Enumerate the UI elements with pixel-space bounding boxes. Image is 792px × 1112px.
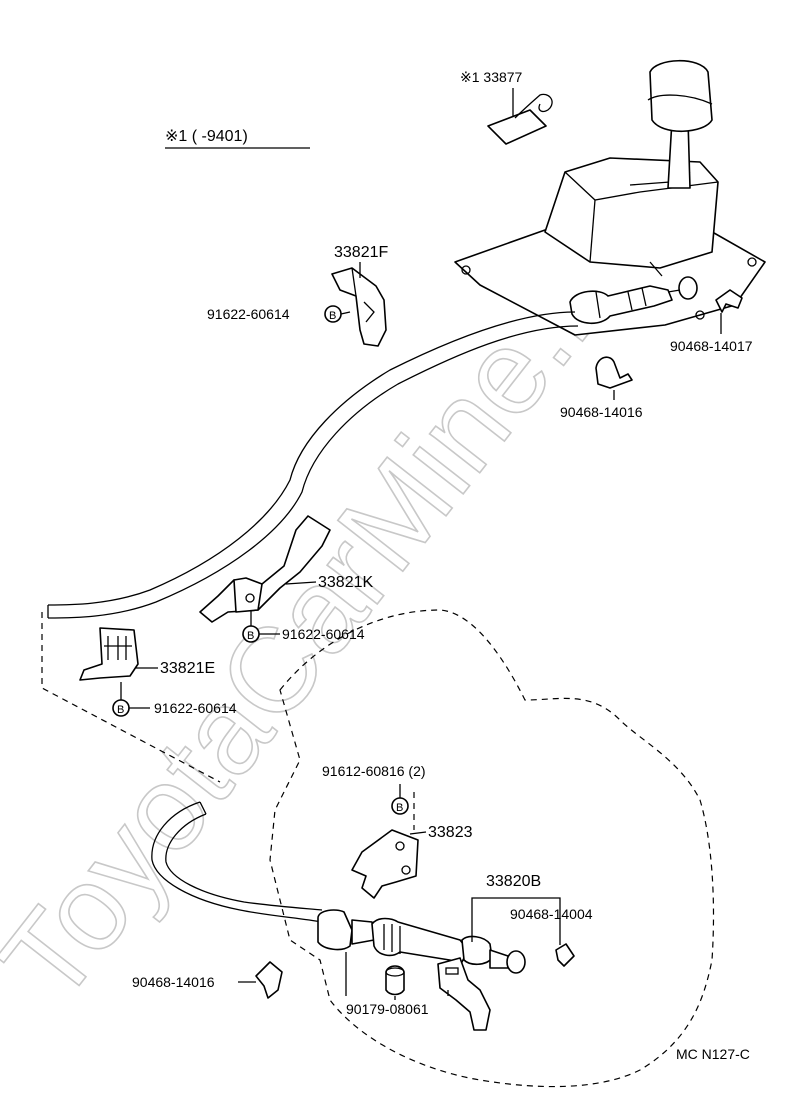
cable-continuation-dashed xyxy=(41,612,221,783)
bolt-marker-d: B xyxy=(396,802,403,814)
cable-lower-end-33820B[interactable] xyxy=(317,909,526,974)
label-91622-60614-a: 91622-60614 xyxy=(207,306,290,322)
leader-33823 xyxy=(409,831,427,835)
label-91622-60614-c: 91622-60614 xyxy=(154,700,237,716)
bolt-91622-60614-a[interactable]: B xyxy=(324,305,342,323)
control-cable-lower-inner xyxy=(165,813,323,911)
part-tag-33877[interactable] xyxy=(487,88,553,145)
label-90179-08061: 90179-08061 xyxy=(346,1001,429,1017)
label-91612-60816: 91612-60816 (2) xyxy=(322,763,426,779)
label-91622-60614-b: 91622-60614 xyxy=(282,626,365,642)
label-33823: 33823 xyxy=(428,824,473,841)
leader-90179-bracket xyxy=(345,952,449,996)
shift-lever-assembly[interactable] xyxy=(454,60,766,336)
label-90468-14016-upper: 90468-14016 xyxy=(560,404,643,420)
label-90468-14004: 90468-14004 xyxy=(510,906,593,922)
bolt-91622-60614-b[interactable]: B xyxy=(242,625,260,643)
control-cable-upper-inner xyxy=(47,325,579,619)
clip-90468-14017[interactable] xyxy=(715,289,743,334)
control-cable-upper[interactable] xyxy=(47,311,576,606)
label-33821K: 33821K xyxy=(318,574,373,591)
cable-bracket-plate[interactable] xyxy=(437,957,491,1031)
bracket-33823[interactable] xyxy=(351,829,419,899)
label-33877: ※1 33877 xyxy=(460,69,523,85)
leader-bolt-a xyxy=(340,311,351,315)
bracket-33821F[interactable] xyxy=(331,267,387,347)
bolt-91622-60614-c[interactable]: B xyxy=(112,699,130,717)
cable-upper-end[interactable] xyxy=(569,276,698,325)
label-90468-14017: 90468-14017 xyxy=(670,338,753,354)
control-cable-lower[interactable] xyxy=(151,801,323,923)
bolt-marker-c: B xyxy=(117,704,124,716)
clip-90468-14016-upper[interactable] xyxy=(595,356,633,400)
leader-33821K xyxy=(285,581,317,585)
transmission-outline xyxy=(269,609,715,1088)
bracket-33821K[interactable] xyxy=(199,515,331,623)
bolt-91612-60816[interactable]: B xyxy=(391,797,409,815)
bolt-marker-b: B xyxy=(247,630,254,642)
label-33821E: 33821E xyxy=(160,660,215,677)
bracket-33821E[interactable] xyxy=(79,627,139,681)
nut-90179-08061[interactable] xyxy=(385,965,405,996)
clip-90468-14004[interactable] xyxy=(555,943,575,967)
leader-33820B-bracket xyxy=(471,897,561,945)
label-90468-14016-lower: 90468-14016 xyxy=(132,974,215,990)
model-note-title: ※1 ( -9401) xyxy=(165,128,248,145)
label-33820B: 33820B xyxy=(486,873,541,890)
bolt-marker-a: B xyxy=(329,310,336,322)
clip-90468-14016-lower[interactable] xyxy=(255,961,283,999)
label-33821F: 33821F xyxy=(334,244,388,261)
diagram-code: MC N127-C xyxy=(676,1046,750,1062)
lower-cable-cut-end xyxy=(199,801,207,815)
